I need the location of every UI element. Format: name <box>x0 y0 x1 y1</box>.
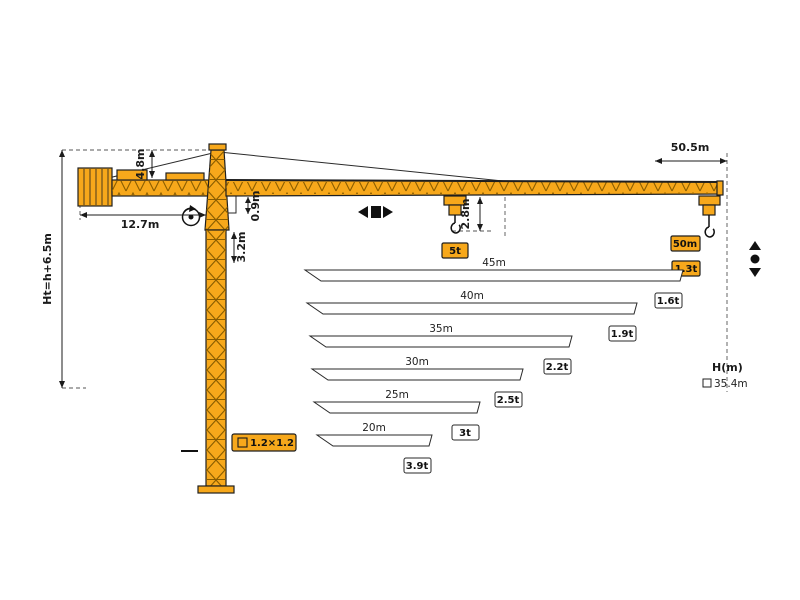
tie-bars <box>99 151 524 184</box>
bar-length-label: 20m <box>362 422 386 434</box>
tip-radius-tag: 50m <box>670 235 701 252</box>
hook-height-value: 35.4m <box>714 378 748 390</box>
mid-load-value: 5t <box>449 246 461 257</box>
hoist-unit <box>165 172 205 181</box>
hook-height-note: H(m) 35.4m <box>702 361 748 390</box>
trolley-mid <box>443 195 467 234</box>
bar-capacity-label: 2.5t <box>497 395 520 406</box>
bar-length-label: 35m <box>429 323 453 335</box>
dim-jib-depth: 0.9m <box>245 191 262 222</box>
tip-radius-value: 50m <box>673 239 697 250</box>
dim-head-height-label: 4.8m <box>134 149 147 180</box>
mid-load-tag: 5t <box>441 242 469 259</box>
mast-section-tag: 1.2×1.2 <box>231 433 297 452</box>
dim-hook-clearance: 2.8m <box>459 197 483 231</box>
extension-lines <box>62 149 728 392</box>
counterweight <box>77 167 113 207</box>
bar-capacity-label: 3.9t <box>406 461 429 472</box>
jib-tip-cap <box>716 180 724 196</box>
bar-length-label: 25m <box>385 389 409 401</box>
mast-section-icon <box>237 437 248 448</box>
dim-jib-length-label: 50.5m <box>671 141 710 154</box>
dim-hook-clearance-label: 2.8m <box>459 199 472 230</box>
capacity-bar-35m: 35m 2.2t <box>308 323 573 375</box>
dim-counter-jib: 12.7m <box>80 212 206 231</box>
bar-length-label: 45m <box>482 257 506 269</box>
mast-base <box>197 485 235 494</box>
trolley-travel-icon <box>358 206 393 218</box>
capacity-bar-25m: 25m 3t <box>312 389 481 441</box>
jib-pivot-bracket <box>228 195 237 214</box>
bar-capacity-label: 2.2t <box>546 362 569 373</box>
trolley-tip <box>698 195 721 238</box>
square-marker-icon <box>702 378 712 388</box>
head-cap <box>208 143 227 151</box>
main-jib <box>225 179 724 197</box>
tower-head <box>204 143 237 231</box>
hook-icon <box>450 222 461 234</box>
bar-capacity-label: 3t <box>459 428 471 439</box>
mast-section-value: 1.2×1.2 <box>250 438 294 449</box>
dim-total-height: Ht=h+6.5m <box>41 150 65 388</box>
bar-length-label: 40m <box>460 290 484 302</box>
capacity-bar-40m: 40m 1.9t <box>305 290 638 342</box>
machinery-deck <box>116 169 148 181</box>
capacity-bar-30m: 30m 2.5t <box>310 356 524 408</box>
dim-head-top-offset: 3.2m <box>231 232 248 263</box>
dim-jib-depth-label: 0.9m <box>249 191 262 222</box>
mast <box>181 229 235 494</box>
capacity-bar-45m: 45m 1.6t <box>303 257 684 309</box>
hook-travel-icon <box>749 241 761 277</box>
hook-icon <box>704 226 715 238</box>
tip-load-value: 1.3t <box>675 264 698 275</box>
dim-head-top-offset-label: 3.2m <box>235 232 248 263</box>
capacity-chart: 45m 1.6t 40m 1.9t 35m 2.2t 30m 2.5t 25m … <box>303 257 684 474</box>
bar-capacity-label: 1.6t <box>657 296 680 307</box>
dim-head-height: 4.8m <box>134 149 155 180</box>
hook-height-axis-label: H(m) <box>712 361 743 374</box>
dim-counter-jib-label: 12.7m <box>121 218 160 231</box>
dim-jib-length: 50.5m <box>655 141 727 164</box>
capacity-bar-20m: 20m 3.9t <box>315 422 433 474</box>
counter-jib <box>111 169 211 197</box>
bar-capacity-label: 1.9t <box>611 329 634 340</box>
dim-total-height-label: Ht=h+6.5m <box>41 233 54 305</box>
bar-length-label: 30m <box>405 356 429 368</box>
